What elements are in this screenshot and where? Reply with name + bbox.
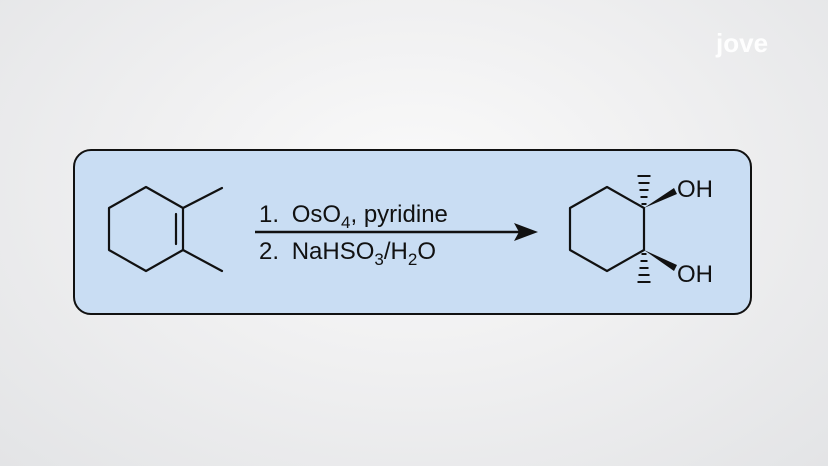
reactant-ring (107, 185, 185, 273)
step-1-reagent: OsO (292, 201, 341, 228)
step-2-number: 2. (259, 238, 279, 265)
step-1-subscript: 4 (341, 213, 350, 232)
product-hashed-bond-top (637, 175, 651, 205)
reactant-methyl-bottom (181, 248, 224, 273)
reactant-methyl-top (181, 186, 224, 210)
step-2-subscript-2: 2 (408, 250, 417, 269)
svg-text:2. NaHSO3/H2O: 2. NaHSO3/H2O (259, 238, 436, 269)
watermark-text: jove (715, 28, 768, 58)
reagent-step-2: 2. NaHSO3/H2O (259, 238, 436, 269)
svg-text:1. OsO4, pyridine: 1. OsO4, pyridine (259, 201, 448, 232)
step-1-tail: , pyridine (351, 201, 448, 228)
jove-logo-icon: jove (715, 28, 768, 58)
product-wedge-bond-bottom (644, 250, 677, 271)
product-structure (568, 185, 646, 273)
step-2-tail: O (417, 238, 436, 265)
product-hydroxyl-top: OH (677, 176, 713, 203)
step-2-mid: /H (384, 238, 408, 265)
step-1-number: 1. (259, 201, 279, 228)
product-hashed-bond-bottom (637, 253, 651, 283)
reactant-structure (107, 185, 224, 273)
product-hydroxyl-bottom: OH (677, 261, 713, 288)
product-ring (568, 185, 646, 273)
step-2-subscript: 3 (374, 250, 383, 269)
product-wedge-bond-top (644, 188, 677, 208)
reagent-step-1: 1. OsO4, pyridine (259, 201, 448, 232)
reaction-arrow-head (514, 223, 538, 241)
step-2-reagent: NaHSO (292, 238, 375, 265)
